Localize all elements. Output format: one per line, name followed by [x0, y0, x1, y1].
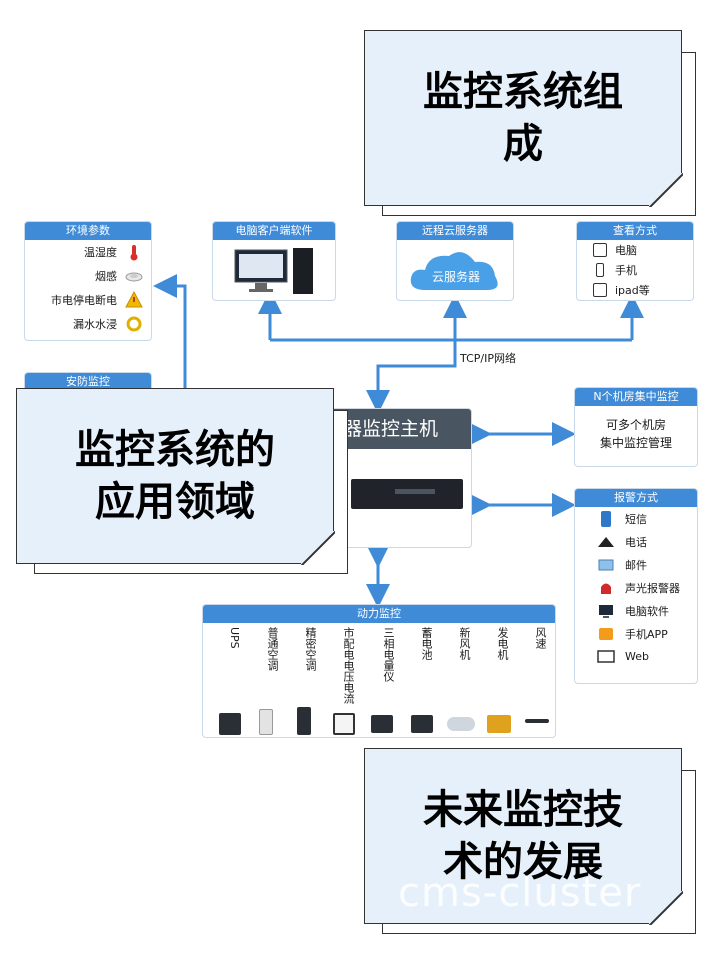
client-software-title: 电脑客户端软件 — [213, 222, 335, 240]
view-methods-title: 查看方式 — [577, 222, 693, 240]
sms-phone-icon — [601, 510, 611, 527]
list-item: 手机APP — [575, 622, 697, 645]
list-item: 电脑软件 — [575, 599, 697, 622]
smoke-detector-icon — [125, 267, 143, 285]
callout-top: 监控系统组 成 — [364, 30, 696, 216]
power-item: 三相电量仪 — [382, 627, 395, 682]
monitoring-host: 器监控主机 — [330, 408, 472, 548]
voltage-meter-icon — [333, 713, 355, 735]
list-item: ipad等 — [577, 280, 693, 300]
monitor-icon — [597, 649, 615, 663]
power-item: 市配电电压电流 — [342, 627, 355, 704]
power-item: 发电机 — [496, 627, 509, 660]
thermometer-icon — [125, 243, 143, 261]
network-label: TCP/IP网络 — [460, 352, 516, 365]
battery-icon — [411, 715, 433, 733]
multi-room-title: N个机房集中监控 — [575, 388, 697, 406]
power-item: UPS — [228, 627, 241, 649]
warning-icon — [125, 290, 143, 309]
power-title: 动力监控 — [203, 605, 555, 623]
water-sensor-icon — [125, 315, 143, 333]
cloud-icon: 云服务器 — [397, 240, 515, 302]
power-item: 风速 — [534, 627, 547, 649]
generator-icon — [487, 715, 511, 733]
list-item: 声光报警器 — [575, 576, 697, 599]
power-item: 普通空调 — [266, 627, 279, 671]
computer-icon — [234, 248, 313, 294]
air-conditioner-icon — [259, 709, 273, 735]
view-methods-panel: 查看方式 电脑 手机 ipad等 — [576, 221, 694, 301]
computer-icon — [593, 243, 607, 257]
power-panel: 动力监控 UPS 普通空调 精密空调 市配电电压电流 三相电量仪 蓄电池 新风机… — [202, 604, 556, 738]
list-item: 短信 — [575, 507, 697, 530]
precision-ac-icon — [297, 707, 311, 735]
app-icon — [599, 627, 613, 640]
list-item: Web — [575, 645, 697, 668]
multi-room-panel: N个机房集中监控 可多个机房 集中监控管理 — [574, 387, 698, 467]
host-title: 器监控主机 — [331, 409, 471, 449]
list-item: 烟感 — [25, 264, 151, 288]
computer-icon — [599, 604, 613, 618]
fresh-air-fan-icon — [447, 717, 475, 731]
list-item: 市电停电断电 — [25, 288, 151, 312]
alarm-title: 报警方式 — [575, 489, 697, 507]
watermark-text: cms-cluster — [398, 870, 642, 916]
power-meter-icon — [371, 715, 393, 733]
list-item: 邮件 — [575, 553, 697, 576]
telephone-icon — [598, 536, 614, 547]
list-item: 电脑 — [577, 240, 693, 260]
tablet-icon — [593, 283, 607, 297]
ups-icon — [219, 713, 241, 735]
power-item: 新风机 — [458, 627, 471, 660]
callout-middle: 监控系统的 应用领域 — [16, 388, 348, 574]
mail-icon — [598, 559, 614, 570]
callout-bottom: 未来监控技 术的发展 — [364, 748, 696, 934]
environment-title: 环境参数 — [25, 222, 151, 240]
client-software-panel: 电脑客户端软件 — [212, 221, 336, 301]
list-item: 电话 — [575, 530, 697, 553]
siren-icon — [601, 583, 611, 594]
line-to-env — [153, 274, 187, 420]
phone-icon — [596, 263, 604, 277]
rack-server-icon — [351, 479, 463, 509]
cloud-label: 云服务器 — [431, 270, 480, 284]
list-item: 温湿度 — [25, 240, 151, 264]
power-item: 精密空调 — [304, 627, 317, 671]
cloud-panel: 远程云服务器 云服务器 — [396, 221, 514, 301]
power-item: 蓄电池 — [420, 627, 433, 660]
list-item: 手机 — [577, 260, 693, 280]
line-network-down — [366, 340, 457, 414]
cloud-title: 远程云服务器 — [397, 222, 513, 240]
anemometer-icon — [525, 719, 549, 723]
environment-panel: 环境参数 温湿度 烟感 市电停电断电 漏水水浸 — [24, 221, 152, 341]
alarm-panel: 报警方式 短信 电话 邮件 声光报警器 电脑软件 手机APP Web — [574, 488, 698, 684]
list-item: 漏水水浸 — [25, 312, 151, 336]
security-title: 安防监控 — [25, 373, 151, 391]
